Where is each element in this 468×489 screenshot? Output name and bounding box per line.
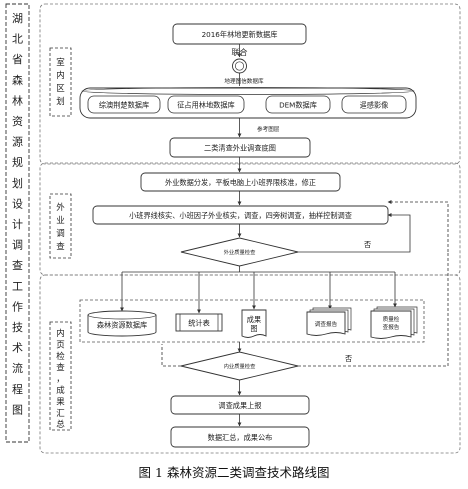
side-title-char: 源 bbox=[12, 135, 23, 149]
join-label: 联合 bbox=[232, 47, 248, 57]
side-title-char: 作 bbox=[12, 300, 23, 313]
stage-band-indoor bbox=[39, 3, 461, 165]
node-base-map-label: 二类清查外业调查底图 bbox=[204, 144, 276, 153]
node-base-map bbox=[169, 137, 311, 158]
side-title-char: 设 bbox=[12, 197, 23, 210]
source-box-1 bbox=[87, 95, 161, 114]
output-map-label-line: 成果 bbox=[247, 315, 261, 324]
stage-label-field: 外业调查 bbox=[56, 202, 65, 252]
source-label-2: 征占用林地数据库 bbox=[177, 101, 235, 110]
stage-label-internal-char: 成 bbox=[56, 385, 65, 396]
sources-cylinder-top bbox=[81, 87, 415, 95]
output-qc-report-label-line: 质量检 bbox=[383, 315, 400, 323]
source-box-3 bbox=[265, 95, 331, 114]
output-report-doc bbox=[306, 311, 346, 336]
sources-cylinder bbox=[79, 87, 417, 119]
stage-label-field-char: 查 bbox=[56, 241, 65, 252]
side-title-char: 划 bbox=[12, 177, 23, 190]
source-box-4 bbox=[341, 95, 407, 114]
geo-db-label: 地理图信数据库 bbox=[224, 77, 264, 85]
output-qc-report-doc bbox=[370, 310, 412, 339]
edge-field-qc-no bbox=[298, 213, 411, 253]
stage-label-internal-char: 总 bbox=[56, 419, 65, 430]
decision-internal-qc-label: 内业质量检查 bbox=[224, 362, 256, 370]
stage-label-internal-char: ， bbox=[56, 375, 65, 385]
stage-label-internal-char: 页 bbox=[56, 340, 65, 350]
output-map-label-line: 图 bbox=[250, 324, 257, 333]
stage-band-internal bbox=[39, 274, 461, 454]
side-title-char: 计 bbox=[12, 218, 23, 231]
output-map-label: 成果图 bbox=[247, 315, 261, 333]
stage-label-internal-char: 查 bbox=[56, 362, 65, 373]
side-title-frame bbox=[5, 3, 30, 443]
output-db-cylinder bbox=[87, 310, 157, 337]
output-map-doc bbox=[241, 309, 267, 338]
output-stats-box bbox=[175, 313, 223, 332]
side-title-char: 森 bbox=[12, 73, 23, 87]
side-title-char: 技 bbox=[12, 321, 23, 334]
side-title-char: 术 bbox=[12, 342, 23, 355]
figure-caption: 图 1 森林资源二类调查技术路线图 bbox=[139, 465, 330, 480]
node-field-task-label: 外业数据分发，平板电脑上小班界限核准，修正 bbox=[165, 178, 316, 187]
stage-label-indoor-char: 划 bbox=[56, 96, 65, 107]
side-title-char: 资 bbox=[12, 115, 23, 128]
stage-label-field-char: 业 bbox=[56, 215, 65, 226]
stage-label-field-char: 调 bbox=[56, 229, 65, 239]
stage-label-internal-char: 内 bbox=[56, 328, 65, 339]
source-label-4: 遥感影像 bbox=[360, 101, 389, 110]
decision-field-qc-label: 外业质量检查 bbox=[224, 248, 256, 256]
side-title-char: 流 bbox=[12, 361, 23, 375]
outputs-group bbox=[79, 299, 425, 343]
no-label-2: 否 bbox=[345, 354, 352, 363]
no-label-1: 否 bbox=[364, 240, 371, 249]
ref-layer-label: 参考图层 bbox=[257, 125, 280, 133]
side-title-char: 林 bbox=[12, 93, 23, 107]
join-circle-inner bbox=[234, 61, 245, 71]
stage-label-indoor-char: 室 bbox=[56, 57, 65, 68]
stage-label-internal-char: 汇 bbox=[56, 409, 65, 419]
node-publish bbox=[170, 426, 310, 448]
side-title-char: 规 bbox=[12, 155, 23, 169]
stage-label-indoor-char: 内 bbox=[56, 70, 65, 81]
stage-label-box-internal bbox=[49, 321, 72, 431]
node-db2016-label: 2016年林地更新数据库 bbox=[202, 30, 278, 39]
output-db-label: 森林资源数据库 bbox=[97, 321, 147, 330]
edge-loop-right bbox=[387, 200, 449, 252]
node-subplot-check-label: 小班界线核实、小班因子外业核实，调查，四旁树调查，抽样控制调查 bbox=[129, 211, 352, 220]
stage-label-internal-char: 果 bbox=[56, 397, 65, 407]
side-title-char: 北 bbox=[12, 33, 23, 46]
stage-label-internal-char: 检 bbox=[56, 351, 65, 362]
side-title-char: 工 bbox=[12, 280, 23, 293]
side-title-char: 查 bbox=[12, 258, 23, 272]
edge-internal-qc-no bbox=[298, 252, 449, 367]
output-stats-label: 统计表 bbox=[188, 319, 210, 328]
node-publish-label: 数据汇总，成果公布 bbox=[208, 433, 273, 442]
source-label-1: 综澳荆楚数据库 bbox=[99, 101, 149, 110]
node-submit bbox=[170, 395, 310, 415]
output-qc-report-label-line: 查报告 bbox=[383, 323, 400, 331]
source-label-3: DEM数据库 bbox=[279, 101, 317, 110]
side-title-char: 图 bbox=[12, 403, 23, 416]
side-title-char: 湖 bbox=[12, 12, 23, 25]
node-submit-label: 调查成果上报 bbox=[218, 401, 261, 410]
side-title-char: 程 bbox=[12, 383, 23, 396]
source-box-2 bbox=[167, 95, 245, 114]
stage-label-indoor-char: 区 bbox=[56, 84, 65, 94]
stage-label-box-field bbox=[49, 193, 72, 259]
stage-label-field-char: 外 bbox=[56, 202, 65, 213]
output-db-cylinder-rim bbox=[87, 314, 157, 320]
side-title-char: 调 bbox=[12, 239, 23, 252]
node-field-task bbox=[140, 172, 341, 192]
edge-loop-left bbox=[161, 344, 181, 367]
output-report-label: 调查报告 bbox=[315, 320, 338, 328]
stage-label-box-indoor bbox=[49, 47, 72, 117]
join-circle bbox=[232, 58, 247, 74]
side-title-char: 省 bbox=[12, 53, 23, 66]
